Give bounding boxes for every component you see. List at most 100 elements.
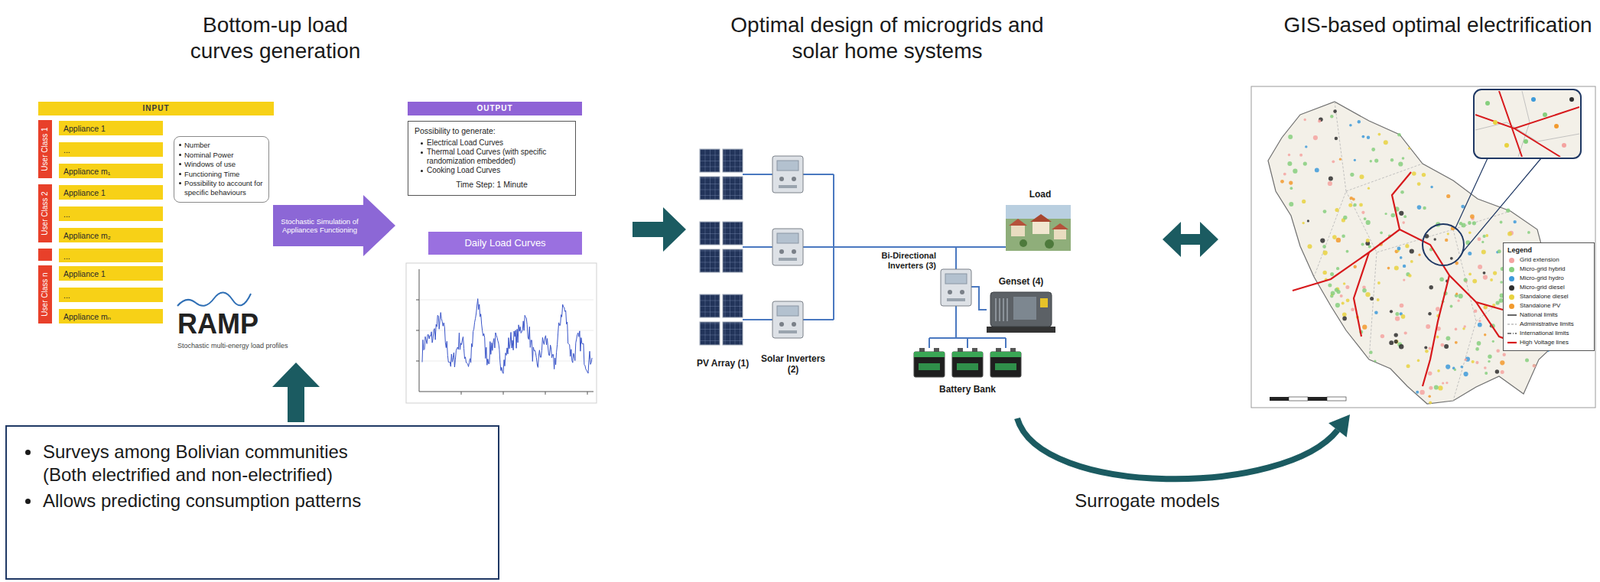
- settlement-dot: [1402, 264, 1406, 268]
- bullet-row: Number: [178, 140, 264, 150]
- settlement-dot: [1437, 369, 1441, 373]
- legend-title: Legend: [1507, 245, 1591, 255]
- settlement-dot: [1383, 139, 1389, 145]
- legend-line-sample: [1507, 321, 1517, 328]
- settlement-dot: [1417, 253, 1421, 257]
- settlement-dot: [1401, 156, 1405, 160]
- user-class-gap-bar: [38, 248, 53, 261]
- legend-row: Grid extension: [1507, 255, 1591, 265]
- legend-swatch: [1508, 266, 1515, 273]
- bar-label: INPUT: [38, 101, 274, 116]
- legend-swatch: [1508, 257, 1515, 264]
- settlement-dot: [1475, 360, 1479, 365]
- inset-map-part: [1542, 112, 1548, 118]
- settlement-dot: [1323, 250, 1328, 256]
- settlement-dot: [1317, 119, 1321, 123]
- load-houses-part: [1005, 204, 1071, 251]
- settlement-dot: [1400, 190, 1405, 195]
- settlement-dot: [1409, 248, 1415, 254]
- arrow-curve: [1017, 418, 1338, 479]
- settlement-dot: [1406, 364, 1411, 368]
- legend-row: Micro-grid diesel: [1507, 282, 1591, 293]
- stage-title: GIS-based optimal electrification: [1261, 12, 1600, 39]
- genset-symbol: [986, 292, 1056, 333]
- pv-arrays-part: [699, 294, 743, 345]
- settlement-dot: [1343, 215, 1347, 220]
- settlement-dot: [1398, 344, 1404, 349]
- legend-text: Grid extension: [1519, 255, 1560, 265]
- bolivia-map-part: [1251, 86, 1596, 408]
- settlement-dot: [1463, 371, 1469, 377]
- settlement-dot: [1389, 309, 1393, 313]
- settlement-dot: [1417, 359, 1421, 363]
- settlement-dot: [1441, 381, 1444, 384]
- settlement-dot: [1327, 181, 1333, 186]
- settlement-dot: [1468, 231, 1472, 235]
- battery-bank-part: [913, 347, 945, 378]
- settlement-dot: [1445, 381, 1448, 384]
- settlement-dot: [1301, 199, 1306, 204]
- stage-title: Optimal design of microgrids and solar h…: [726, 12, 1048, 65]
- settlement-dot: [1335, 208, 1340, 212]
- settlement-dot: [1362, 135, 1366, 139]
- settlement-dot: [1455, 292, 1458, 296]
- bullet-text: Cooking Load Curves: [426, 165, 501, 176]
- settlement-dot: [1283, 172, 1287, 176]
- component-label: Genset (4): [990, 276, 1052, 287]
- legend-line: [1507, 341, 1517, 344]
- settlement-dot: [1467, 221, 1472, 225]
- settlement-dot: [1447, 232, 1450, 235]
- settlement-dot: [1330, 114, 1334, 118]
- settlement-dot: [1361, 211, 1365, 215]
- settlement-dot: [1477, 322, 1483, 328]
- legend-swatch: [1508, 294, 1515, 300]
- map-legend: LegendGrid extensionMicro-grid hybridMic…: [1502, 242, 1595, 352]
- settlement-dot: [1336, 266, 1340, 270]
- appliance-label: ...: [63, 143, 71, 157]
- settlement-dot: [1408, 147, 1411, 150]
- settlement-dot: [1353, 159, 1357, 162]
- settlement-dot: [1331, 159, 1335, 163]
- appliance-box: Appliance 1: [58, 120, 163, 136]
- edge-label: Surrogate models: [1055, 489, 1240, 513]
- settlement-dot: [1458, 293, 1464, 299]
- component-label: PV Array (1): [688, 357, 758, 369]
- settlement-dot: [1487, 360, 1490, 363]
- bullet-text: Nominal Power: [184, 150, 234, 160]
- settlement-dot: [1424, 346, 1428, 350]
- legend-line: [1507, 332, 1517, 334]
- bullet-text: Electrical Load Curves: [426, 138, 504, 148]
- battery-bank-part: [952, 347, 983, 378]
- settlement-dot: [1424, 349, 1429, 354]
- bidirectional-inverter-part: [940, 269, 972, 306]
- legend-text: Standalone diesel: [1519, 292, 1569, 302]
- arrow-body: [273, 195, 396, 257]
- settlement-dot: [1476, 341, 1482, 346]
- settlement-dot: [1357, 120, 1361, 124]
- settlement-dot: [1469, 214, 1475, 219]
- settlement-dot: [1346, 298, 1350, 303]
- settlement-dot: [1323, 209, 1327, 214]
- legend-text: National limits: [1519, 310, 1558, 320]
- bullet-dot: [25, 449, 31, 456]
- stage-panel: Bottom-up load curves generationINPUTUse…: [30, 7, 629, 360]
- settlement-dot: [1287, 153, 1291, 157]
- settlement-dot: [1495, 369, 1500, 374]
- settlement-dot: [1403, 214, 1407, 218]
- settlement-dot: [1371, 147, 1376, 152]
- microgrid-wires-part: [742, 174, 1006, 348]
- settlement-dot: [1532, 364, 1537, 368]
- bullet-row: Nominal Power: [178, 150, 264, 160]
- settlement-dot: [1482, 275, 1488, 280]
- settlement-dot: [1302, 221, 1305, 225]
- settlement-dot: [1497, 249, 1502, 254]
- legend-swatch: [1508, 285, 1515, 291]
- appliance-label: Appliance m₂: [63, 228, 111, 243]
- settlement-dot: [1410, 260, 1414, 264]
- settlement-dot: [1459, 221, 1464, 226]
- settlement-dot: [1485, 234, 1489, 238]
- settlement-dot: [1304, 118, 1307, 121]
- legend-text: International limits: [1519, 328, 1569, 339]
- settlement-dot: [1313, 135, 1318, 140]
- inset-map-part: [1485, 100, 1490, 106]
